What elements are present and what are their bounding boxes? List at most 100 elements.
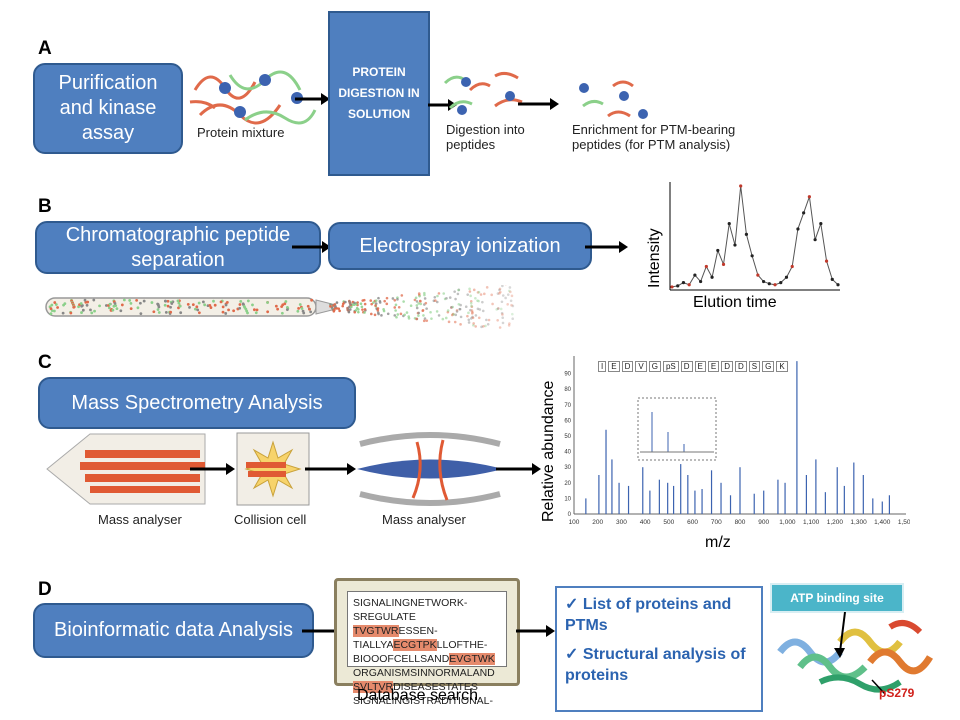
spectrum-y-label: Relative abundance [540,380,557,522]
purification-box: Purification and kinase assay [33,63,183,154]
digestion-caption: Digestion into peptides [446,122,525,152]
elution-point [819,221,823,226]
spectrum-y-tick: 0 [568,512,572,518]
section-letter-b: B [38,196,52,217]
screen-line: SREGULATE TVGTWRESSEN- [353,611,438,637]
screen-line: ORGANISMSINNORMALAND [353,667,495,679]
spectrum-y-tick: 70 [564,403,571,409]
sequence-residue: G [762,361,775,372]
elution-point [784,275,789,279]
elution-point [693,273,697,277]
database-screen: SIGNALINGNETWORK-SREGULATE TVGTWRESSEN-T… [347,591,507,707]
spectrum-y-tick: 20 [564,481,571,487]
database-monitor: SIGNALINGNETWORK-SREGULATE TVGTWRESSEN-T… [334,578,520,707]
arrow-c2 [305,463,356,475]
elution-point [779,281,783,285]
spectrum-x-tick: 1,300 [850,519,867,526]
spectrum-y-tick: 50 [564,434,571,440]
spectrum-x-tick: 300 [616,519,627,526]
screen-line: SIGNALINGISTRADITIONAL- [353,695,494,707]
elution-point [744,232,749,236]
mass-spec-box: Mass Spectrometry Analysis [38,377,356,429]
elution-point [761,279,766,284]
elution-point [699,279,703,284]
arrow-c3 [496,463,541,475]
elution-plot [669,182,840,291]
collision-cell-illustration [236,432,310,506]
spectrum-x-tick: 1,000 [779,519,796,526]
spectrum-x-tick: 1,200 [827,519,844,526]
results-box: ✓ List of proteins and PTMs ✓ Structural… [555,586,763,712]
mass-analyser-2-caption: Mass analyser [382,512,466,527]
mass-analyser-2-illustration [357,432,503,506]
sequence-residue: V [635,361,647,372]
elution-point [733,243,737,247]
sequence-residue: E [694,361,706,372]
spectrum-x-tick: 900 [758,519,769,526]
spectrum-y-tick: 30 [564,465,571,471]
spectrum-y-tick: 90 [564,372,571,378]
sequence-residue: D [621,361,634,372]
elution-point [727,221,731,226]
elution-point [716,248,720,253]
section-letter-c: C [38,352,52,373]
elution-x-label: Elution time [693,294,777,311]
sequence-residue: G [648,361,661,372]
arrow-d2 [516,625,555,637]
peptides-illustration [443,71,523,115]
chromatography-column [45,285,515,329]
sequence-residue: I [598,361,607,372]
spectrum-y-tick: 10 [564,496,571,502]
elution-point [796,227,800,231]
screen-line: SVLTVRDISEASESTATES [353,681,478,693]
collision-cell-caption: Collision cell [234,512,307,527]
elution-point [836,283,840,287]
elution-point [704,264,708,269]
sequence-residue: K [776,361,788,372]
elution-point [830,277,834,282]
sequence-residue: D [721,361,733,372]
elution-point [802,211,806,215]
elution-point [813,238,817,242]
section-letter-d: D [38,579,52,600]
spectrum-y-tick: 40 [564,450,571,456]
mass-analyser-1-caption: Mass analyser [98,512,182,527]
elution-point [824,259,829,263]
elution-y-label: Intensity [646,228,663,288]
elution-point [807,195,811,199]
spectrum-x-tick: 600 [687,519,698,526]
arrow-b1 [292,241,331,253]
result-structural: ✓ Structural analysis of proteins [565,646,746,684]
spectrum-y-tick: 60 [564,418,571,424]
spectrum-x-label: m/z [705,534,731,551]
sequence-residue: S [748,361,761,372]
chromatographic-box: Chromatographic peptide separation [35,221,321,274]
spectrum-x-tick: 500 [663,519,674,526]
spectrum-x-tick: 800 [735,519,746,526]
screen-line: SIGNALINGNETWORK- [353,597,468,609]
elution-point [773,283,777,287]
atp-binding-label: ATP binding site [770,583,904,613]
spectrum-x-tick: 1,500 [898,519,910,526]
elution-point [676,284,680,288]
database-caption: Database search [357,687,478,704]
elution-point [790,264,794,269]
sequence-residue: E [608,361,620,372]
arrow-b2 [585,241,628,253]
arrow-c1 [190,463,235,475]
spectrum-x-tick: 700 [711,519,722,526]
protein-structure-illustration [777,612,934,695]
result-list-proteins: ✓ List of proteins and PTMs [565,596,732,634]
arrow-a3 [518,98,559,110]
elution-point [670,285,674,289]
sequence-residue: E [707,361,720,372]
protein-mixture-caption: Protein mixture [197,125,285,140]
digestion-box: PROTEIN DIGESTION IN SOLUTION [328,11,430,176]
spectrum-x-tick: 200 [592,519,603,526]
spectrum-x-tick: 400 [640,519,651,526]
site-label: pS279 [879,686,915,700]
elution-point [750,254,754,258]
sequence-residue: D [734,361,747,372]
